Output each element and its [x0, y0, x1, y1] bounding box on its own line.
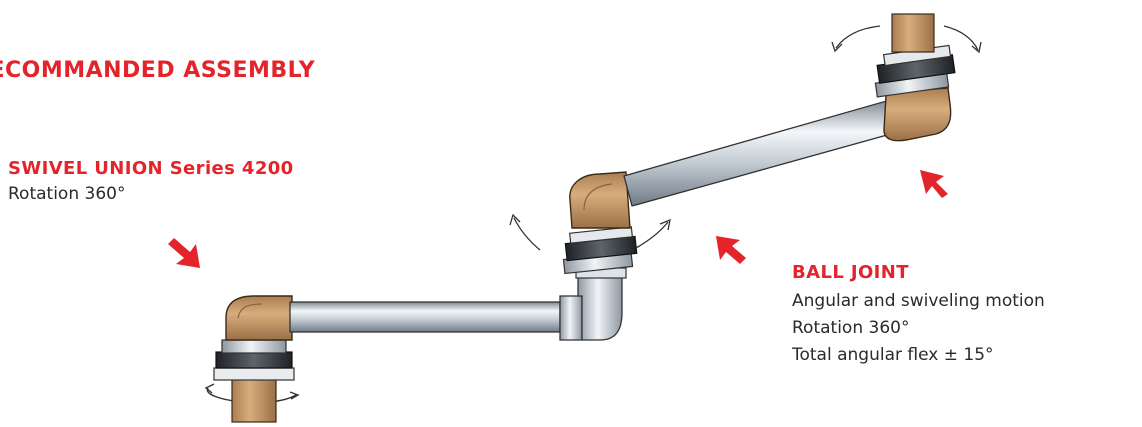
- upper-pipe: [623, 99, 899, 207]
- arrow-down-right-icon: [168, 238, 200, 268]
- ball-joint-title: BALL JOINT: [792, 262, 909, 283]
- arrow-up-left-icon: [716, 236, 746, 264]
- arrow-up-left-icon: [920, 170, 948, 198]
- top-ball-joint: [831, 13, 982, 142]
- ball-joint-rotation: Rotation 360°: [792, 318, 910, 338]
- diagram-heading: RECOMMANDED ASSEMBLY: [0, 58, 316, 83]
- ball-joint-motion: Angular and swiveling motion: [792, 291, 1045, 311]
- ball-joint-flex: Total angular flex ± 15°: [792, 345, 994, 365]
- lower-pipe: [289, 301, 561, 333]
- bottom-swivel-union: [204, 295, 300, 423]
- swivel-union-rotation: Rotation 360°: [8, 184, 126, 204]
- lower-silver-elbow: [559, 267, 627, 341]
- swivel-union-title: SWIVEL UNION Series 4200: [8, 158, 294, 179]
- middle-ball-joint: [509, 171, 671, 275]
